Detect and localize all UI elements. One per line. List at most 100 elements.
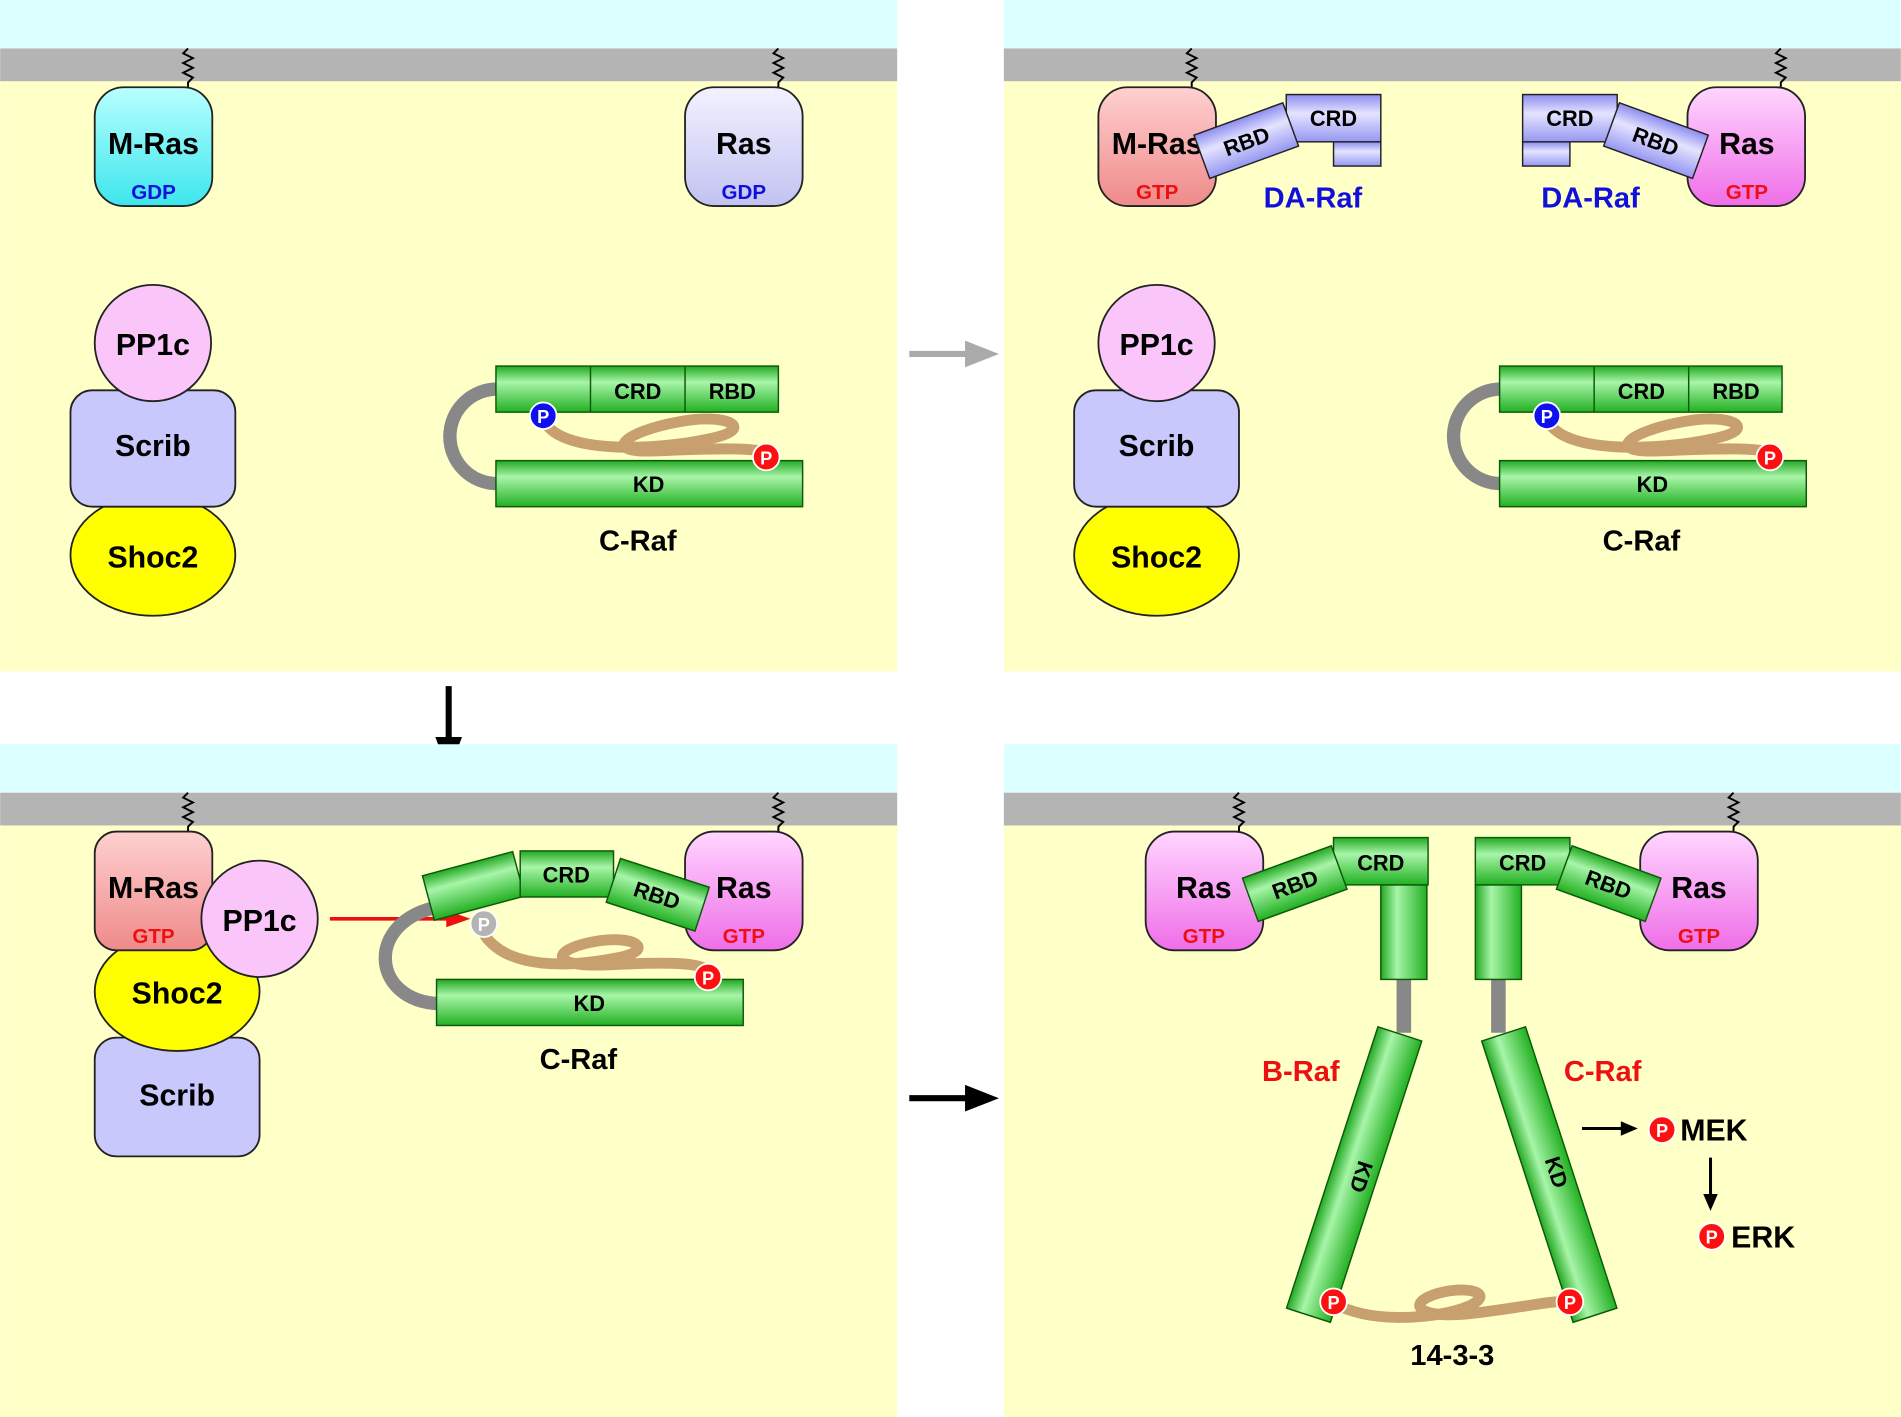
- crd-label: CRD: [614, 379, 661, 404]
- plasma-membrane: [0, 48, 898, 82]
- gtp-label: GTP: [1678, 925, 1721, 948]
- mras-gdp: M-Ras GDP: [93, 86, 214, 207]
- svg-text:P: P: [760, 448, 772, 468]
- rbd-domain: [1555, 844, 1662, 923]
- plasma-membrane: [1003, 48, 1901, 82]
- svg-text:P: P: [537, 407, 549, 427]
- craf-inactive: CRD RBD KD P P C-Raf: [443, 365, 804, 557]
- arrow-head: [1620, 1121, 1638, 1136]
- kinase-domain: [1498, 459, 1808, 508]
- mras-label: M-Ras: [108, 872, 199, 905]
- lipid-anchor: [1773, 47, 1788, 93]
- raf-hinge: [1446, 382, 1502, 491]
- dephosphorylated-site: P: [469, 909, 499, 938]
- crd-label: CRD: [543, 862, 590, 887]
- kinase-domain: [1285, 1025, 1423, 1324]
- phospho-linker: [537, 412, 773, 463]
- cytoplasm: [1003, 825, 1901, 1417]
- kd-label: KD: [1637, 472, 1668, 497]
- ras-gtp-left: Ras GTP: [1144, 830, 1265, 952]
- svg-text:P: P: [1656, 1121, 1668, 1141]
- mapk-cascade: P MEK P ERK: [1582, 1115, 1795, 1254]
- arrow-to-panel-b: [909, 340, 999, 368]
- extracellular-space: [0, 0, 898, 49]
- gtp-label: GTP: [132, 925, 175, 948]
- lipid-anchor: [1184, 47, 1199, 93]
- shoc2-complex: Shoc2 Scrib PP1c: [69, 283, 237, 617]
- svg-text:P: P: [702, 968, 714, 988]
- lipid-anchor: [771, 47, 786, 93]
- daraf-right: CRD RBD DA-Raf: [1521, 93, 1710, 214]
- shoc2-label: Shoc2: [107, 541, 198, 574]
- svg-text:P: P: [1706, 1228, 1718, 1248]
- svg-text:P: P: [1541, 407, 1553, 427]
- kinase-domain: [435, 978, 744, 1027]
- crd-label: CRD: [1546, 106, 1593, 131]
- mras-gtp: M-Ras GTP: [1097, 86, 1217, 207]
- kinase-domain: [495, 459, 804, 508]
- phospho-site-red: P: [1755, 442, 1785, 472]
- panel-d: Ras GTP Ras GTP CRD RBD KD B-Raf: [1003, 744, 1901, 1417]
- craf-label: C-Raf: [540, 1044, 618, 1076]
- kd-label: KD: [574, 991, 605, 1016]
- gdp-label: GDP: [131, 181, 176, 204]
- raf-n-terminal-segment: [421, 850, 526, 922]
- crd-label: CRD: [1618, 379, 1665, 404]
- pp1c: [93, 283, 212, 403]
- adaptor-14-3-3: P P 14-3-3: [1319, 1284, 1585, 1372]
- pp1c-label: PP1c: [223, 905, 297, 938]
- mras-label: M-Ras: [1112, 128, 1203, 161]
- kd-label: KD: [633, 472, 664, 497]
- scrib-label: Scrib: [115, 430, 191, 463]
- lipid-anchor: [181, 47, 196, 93]
- rbd-label: RBD: [1712, 379, 1759, 404]
- svg-text:P: P: [478, 915, 490, 935]
- rbd-domain: [605, 857, 711, 932]
- craf-inactive: CRD RBD KD P P C-Raf: [1446, 365, 1808, 557]
- raf-vertical-segment: [1474, 884, 1523, 981]
- crd-domain: [1332, 836, 1429, 886]
- panel-c: M-Ras GTP PP1c Shoc2 Scrib Ras GTP KD: [0, 744, 898, 1417]
- braf-label: B-Raf: [1262, 1056, 1340, 1088]
- gdp-label: GDP: [722, 181, 767, 204]
- daraf-label: DA-Raf: [1264, 182, 1363, 214]
- svg-text:P: P: [1764, 448, 1776, 468]
- lipid-anchor: [1726, 792, 1741, 837]
- gtp-label: GTP: [723, 925, 766, 948]
- phospho-linker: [1328, 1284, 1576, 1323]
- phospho-site-blue: P: [528, 401, 558, 431]
- panel-b: M-Ras GTP CRD RBD DA-Raf Ras GTP CRD RBD: [1003, 0, 1901, 672]
- phospho-site-red: P: [1697, 1222, 1726, 1251]
- plasma-membrane: [0, 792, 898, 826]
- mras-gtp: M-Ras GTP: [93, 830, 214, 952]
- daraf-left: CRD RBD DA-Raf: [1193, 93, 1382, 214]
- phospho-site-red: P: [1319, 1287, 1348, 1317]
- adaptor-label: 14-3-3: [1410, 1340, 1494, 1372]
- gtp-label: GTP: [1136, 181, 1179, 204]
- crd-label: CRD: [1357, 850, 1404, 875]
- braf-active: CRD RBD KD B-Raf: [1241, 836, 1429, 1324]
- crd-label: CRD: [1499, 850, 1546, 875]
- craf-label: C-Raf: [1564, 1056, 1642, 1088]
- raf-hinge: [1491, 976, 1506, 1033]
- extracellular-space: [0, 744, 898, 793]
- craf-label: C-Raf: [599, 525, 677, 557]
- raf-hinge: [443, 382, 498, 491]
- erk-label: ERK: [1731, 1221, 1795, 1254]
- scrib-label: Scrib: [1119, 430, 1195, 463]
- crd-label: CRD: [1310, 106, 1357, 131]
- ras-gdp: Ras GDP: [684, 86, 804, 207]
- arrow-to-panel-d: [909, 1084, 999, 1112]
- ras-label: Ras: [1719, 128, 1775, 161]
- raf-vertical-segment: [1380, 884, 1428, 981]
- ras-label: Ras: [716, 872, 772, 905]
- mek-label: MEK: [1680, 1115, 1747, 1148]
- shoc2-label: Shoc2: [1111, 541, 1202, 574]
- shoc2-complex-active: M-Ras GTP PP1c Shoc2 Scrib: [93, 830, 319, 1158]
- raf-hinge: [1396, 976, 1412, 1033]
- gtp-label: GTP: [1183, 925, 1226, 948]
- craf-active: CRD RBD KD C-Raf: [1474, 836, 1662, 1324]
- pp1c-label: PP1c: [116, 329, 190, 362]
- ras-gtp: Ras GTP: [684, 830, 804, 952]
